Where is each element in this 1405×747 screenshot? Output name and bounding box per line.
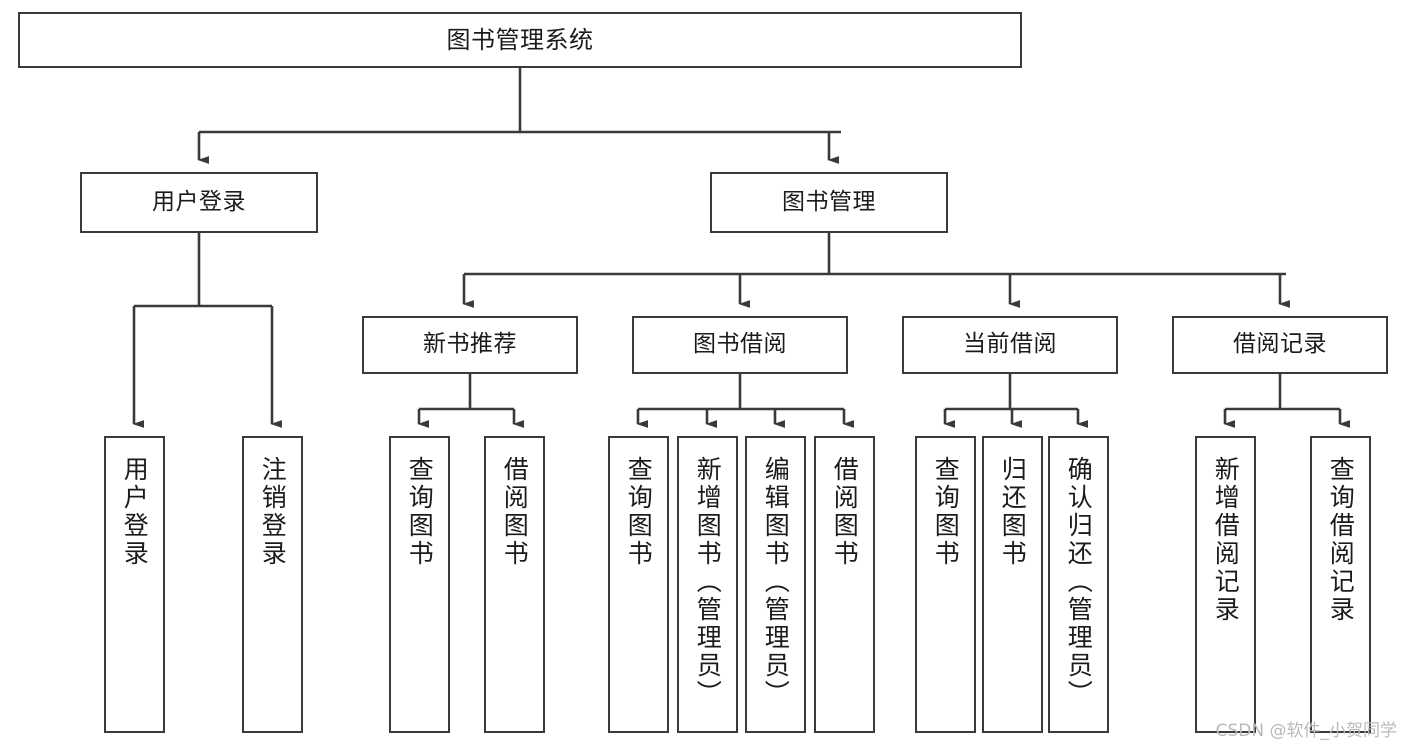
leaf-user-login[interactable]: 用户登录 [104,436,165,733]
node-label: 确认归还（管理员） [1064,456,1094,708]
leaf-borrow-book[interactable]: 借阅图书 [814,436,875,733]
leaf-add-borrow-record[interactable]: 新增借阅记录 [1195,436,1256,733]
node-label: 当前借阅 [963,331,1057,358]
leaf-edit-book-admin[interactable]: 编辑图书（管理员） [745,436,806,733]
leaf-logout-login[interactable]: 注销登录 [242,436,303,733]
node-book-borrow[interactable]: 图书借阅 [632,316,848,374]
leaf-confirm-return-admin[interactable]: 确认归还（管理员） [1048,436,1109,733]
node-label: 注销登录 [258,456,288,568]
leaf-query-book-current[interactable]: 查询图书 [915,436,976,733]
node-label: 查询图书 [931,456,961,568]
node-label: 借阅图书 [830,456,860,568]
leaf-query-borrow-record[interactable]: 查询借阅记录 [1310,436,1371,733]
node-label: 图书借阅 [693,331,787,358]
node-label: 借阅记录 [1233,331,1327,358]
node-root-book-management-system[interactable]: 图书管理系统 [18,12,1022,68]
node-book-management[interactable]: 图书管理 [710,172,948,233]
node-label: 借阅图书 [500,456,530,568]
node-label: 查询图书 [624,456,654,568]
node-new-book-recommend[interactable]: 新书推荐 [362,316,578,374]
node-label: 用户登录 [152,188,246,215]
node-borrow-record[interactable]: 借阅记录 [1172,316,1388,374]
node-label: 新书推荐 [423,331,517,358]
node-label: 新增图书（管理员） [693,456,723,708]
leaf-borrow-book-new-recommend[interactable]: 借阅图书 [484,436,545,733]
leaf-return-book[interactable]: 归还图书 [982,436,1043,733]
node-label: 归还图书 [998,456,1028,568]
node-label: 查询借阅记录 [1326,456,1356,624]
node-label: 图书管理 [782,188,876,215]
node-label: 新增借阅记录 [1211,456,1241,624]
leaf-add-book-admin[interactable]: 新增图书（管理员） [677,436,738,733]
leaf-query-book-new-recommend[interactable]: 查询图书 [389,436,450,733]
node-label: 用户登录 [120,456,150,568]
node-current-borrow[interactable]: 当前借阅 [902,316,1118,374]
node-label: 图书管理系统 [446,25,594,54]
node-label: 编辑图书（管理员） [761,456,791,708]
node-label: 查询图书 [405,456,435,568]
node-user-login[interactable]: 用户登录 [80,172,318,233]
leaf-query-book-borrow[interactable]: 查询图书 [608,436,669,733]
